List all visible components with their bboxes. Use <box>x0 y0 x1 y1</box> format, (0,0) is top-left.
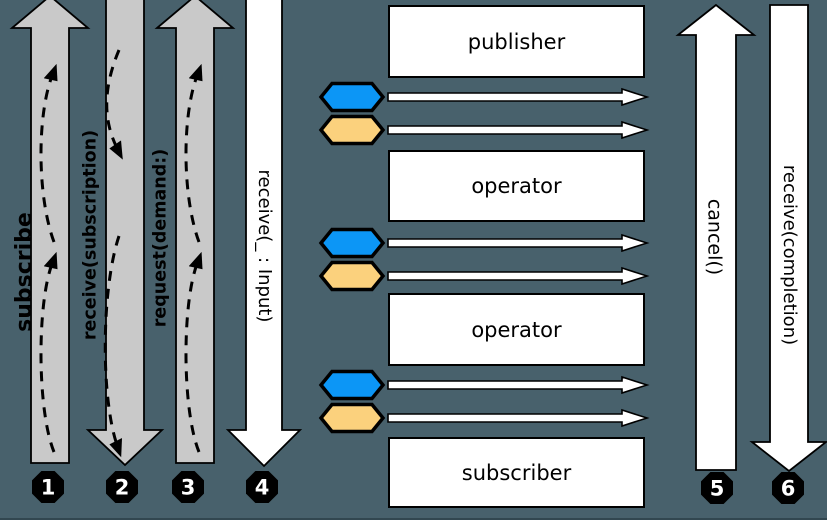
value-hexagon-blue <box>318 369 386 401</box>
badge-octagon-5 <box>701 472 733 504</box>
request-demand-label: request(demand:) <box>150 148 171 328</box>
badge-number-5: 5 <box>709 476 725 501</box>
subscribe-label: subscribe <box>12 212 37 332</box>
badge-number-2: 2 <box>114 475 130 500</box>
value-hexagon-tan <box>318 260 386 292</box>
badge-octagon-2 <box>106 471 138 503</box>
emission-arrow <box>387 375 650 395</box>
badge-octagon-3 <box>172 471 204 503</box>
value-hexagon-blue <box>318 81 386 113</box>
receive-completion-arrow <box>749 4 827 473</box>
operator-label: operator <box>471 174 562 198</box>
receive-completion-label: receive(completion) <box>779 164 800 346</box>
operator-box-1: operator <box>388 150 645 222</box>
badge-octagon-6 <box>772 472 804 504</box>
emission-arrow <box>387 408 650 428</box>
emission-arrow <box>387 266 650 286</box>
subscriber-box: subscriber <box>388 437 645 508</box>
cancel-arrow <box>675 3 757 471</box>
receive-subscription-label: receive(subscription) <box>80 129 101 341</box>
cancel-label: cancel() <box>703 198 726 276</box>
value-hexagon-blue <box>318 227 386 259</box>
value-hexagon-tan <box>318 114 386 146</box>
subscribe-arrow <box>9 0 91 464</box>
request-demand-dashed-curve-top <box>184 63 203 243</box>
emission-arrow <box>387 233 650 253</box>
emission-arrow <box>387 120 650 140</box>
badge-number-4: 4 <box>254 475 270 500</box>
subscriber-label: subscriber <box>461 460 572 485</box>
bottom-edge-line <box>0 518 827 520</box>
receive-subscription-dashed-curve-bottom <box>103 235 123 458</box>
operator-box-2: operator <box>388 293 645 366</box>
receive-subscription-dashed-curve-top <box>105 49 123 160</box>
value-hexagon-tan <box>318 402 386 434</box>
receive-input-label: receive(_ : Input) <box>254 169 275 323</box>
subscribe-dashed-curve-bottom <box>39 251 58 453</box>
subscribe-dashed-curve-top <box>39 63 58 243</box>
badge-octagon-1 <box>32 471 64 503</box>
publisher-box: publisher <box>388 5 645 78</box>
badge-number-6: 6 <box>780 476 796 501</box>
request-demand-arrow <box>154 0 236 464</box>
emission-arrow <box>387 87 650 107</box>
badge-number-3: 3 <box>180 475 196 500</box>
operator-label: operator <box>471 317 562 342</box>
receive-input-arrow <box>225 0 303 468</box>
request-demand-dashed-curve-bottom <box>184 251 203 453</box>
publisher-label: publisher <box>467 29 566 54</box>
badge-octagon-4 <box>246 471 278 503</box>
badge-number-1: 1 <box>40 475 56 500</box>
